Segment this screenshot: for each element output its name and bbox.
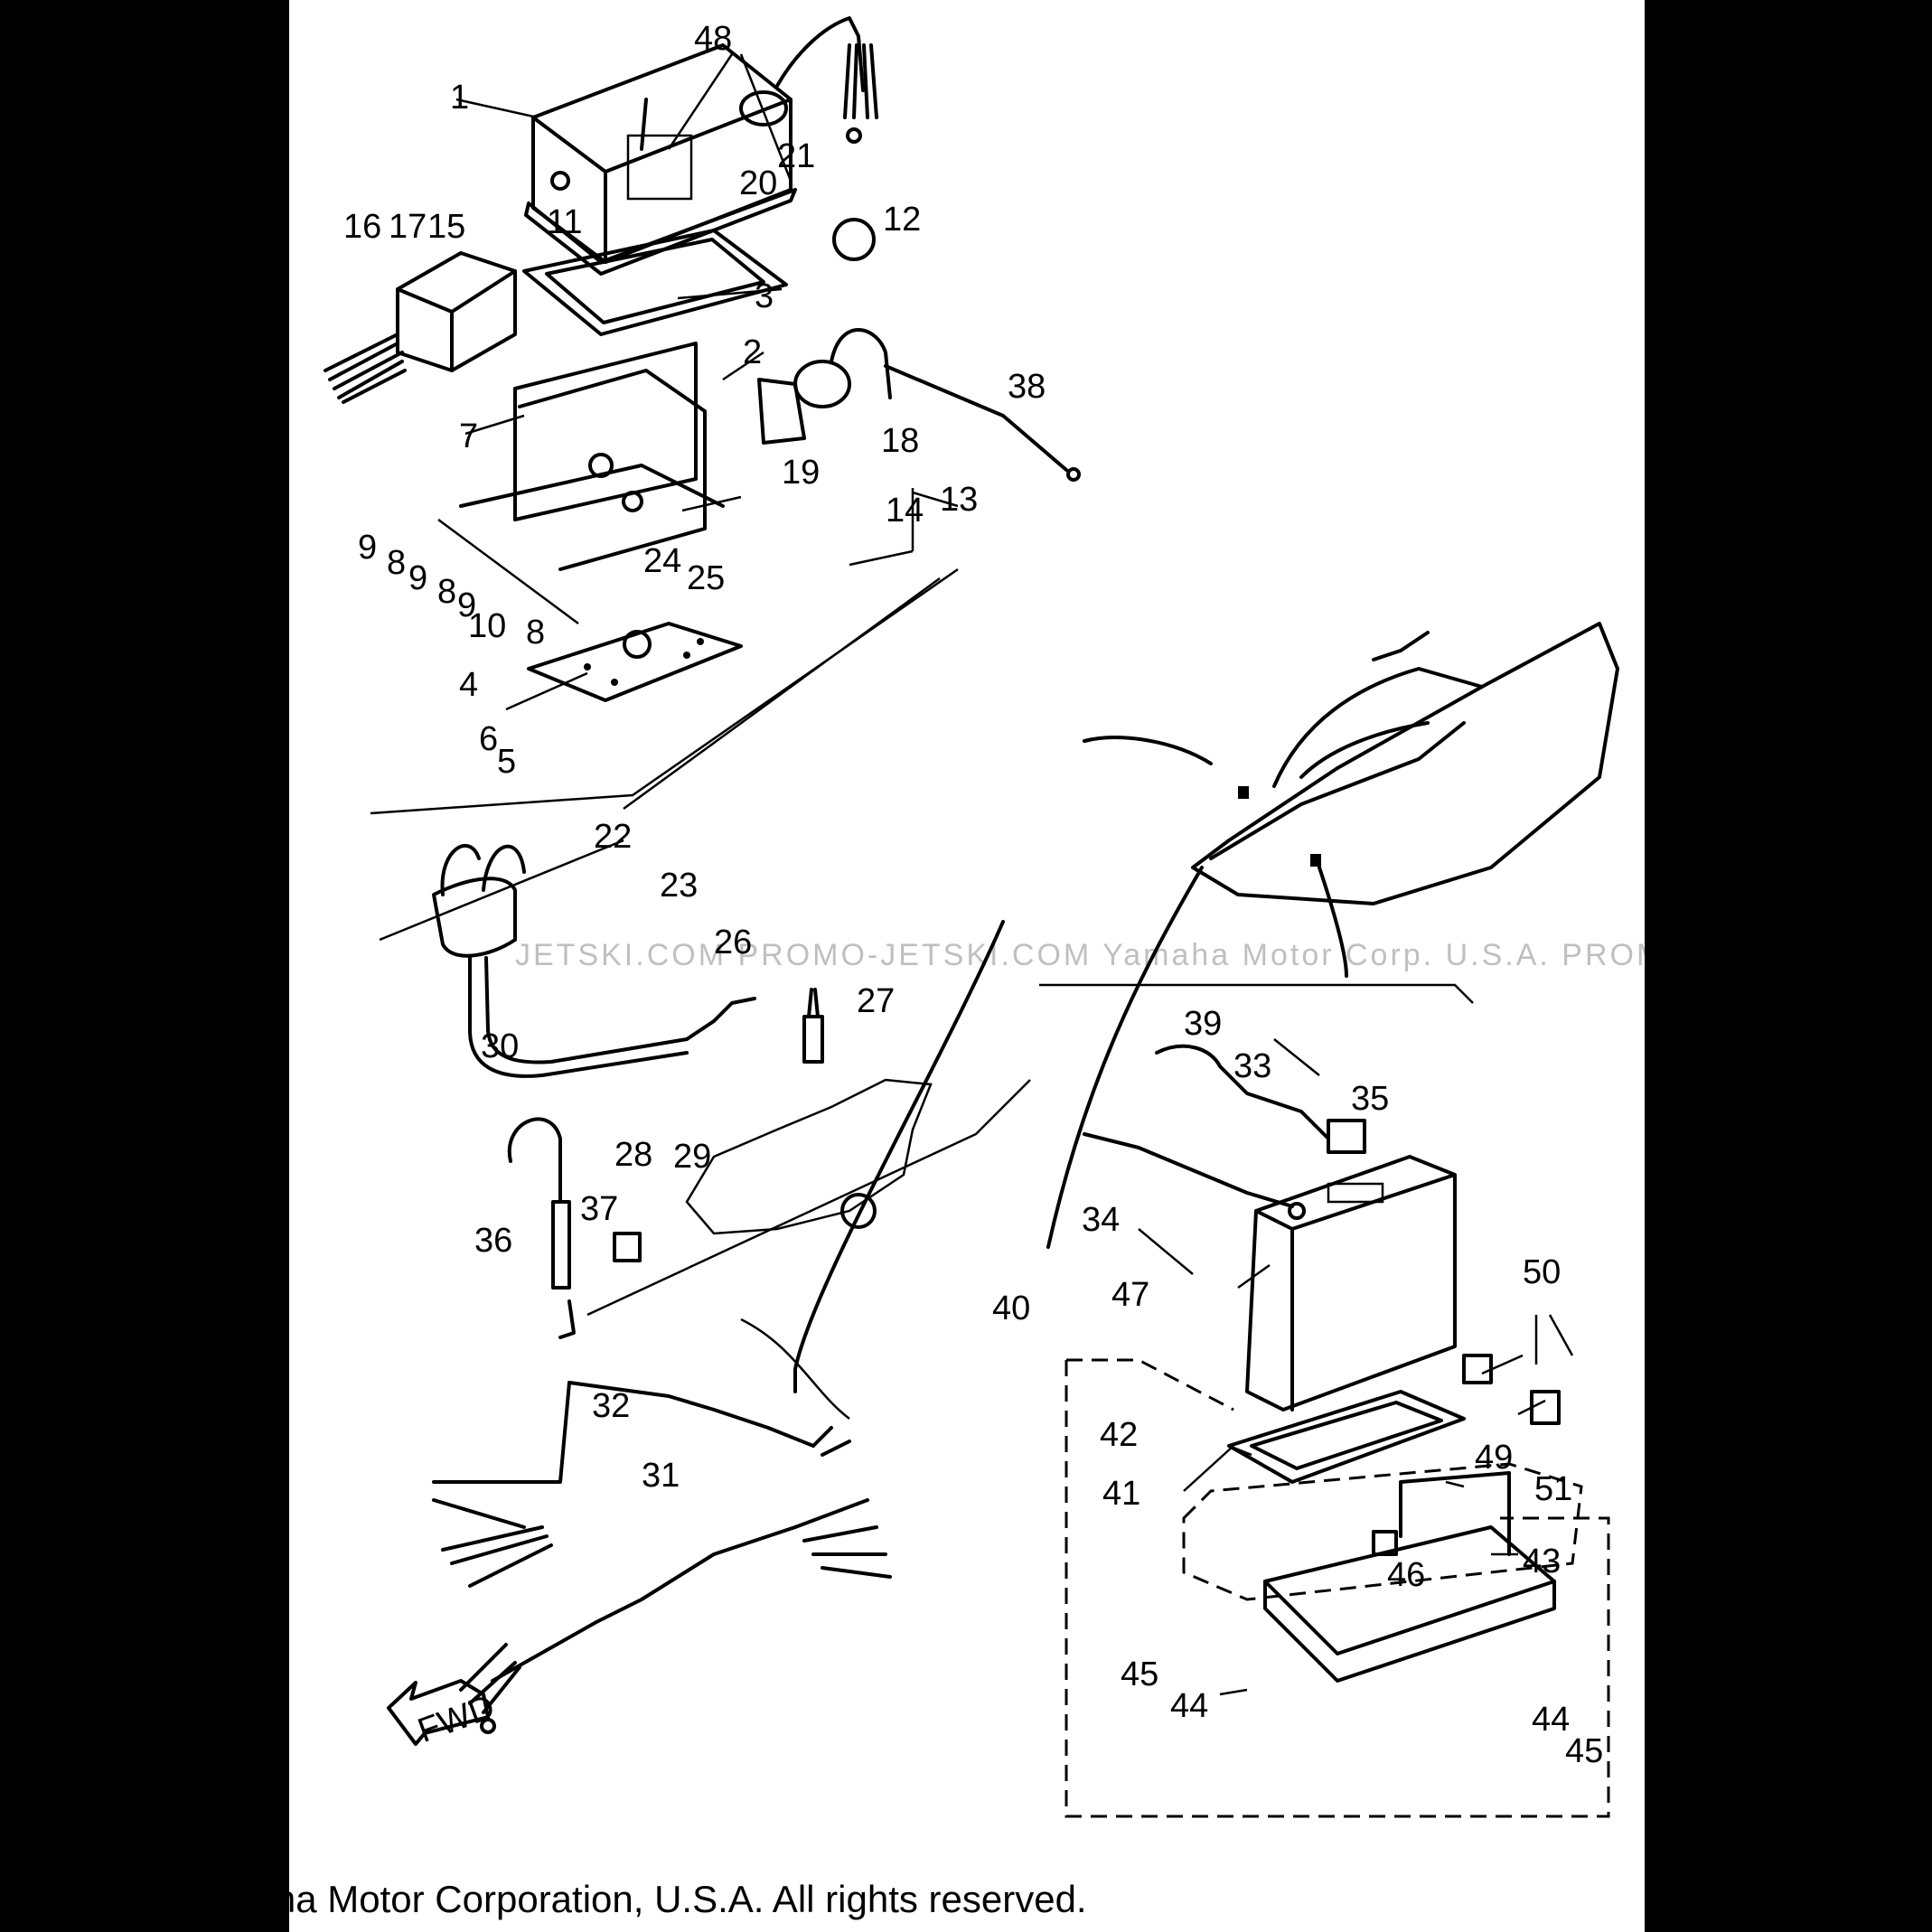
callout-8c: 8 <box>526 614 545 652</box>
callout-8a: 8 <box>387 544 406 582</box>
callout-17: 17 <box>389 208 427 246</box>
callout-39: 39 <box>1184 1005 1222 1043</box>
callout-13: 13 <box>940 481 978 519</box>
mounting-bracket <box>459 342 725 571</box>
callout-49: 49 <box>1475 1439 1513 1477</box>
ignition-module <box>324 251 517 404</box>
parts-exploded-diagram: FWD 1 2 3 4 5 6 7 8 8 8 9 9 9 10 11 12 1… <box>324 16 1619 1818</box>
callout-40: 40 <box>992 1290 1030 1327</box>
crankcase-outline <box>685 1078 933 1235</box>
callout-22: 22 <box>594 818 632 856</box>
callout-35: 35 <box>1351 1080 1389 1118</box>
callout-33: 33 <box>1233 1047 1271 1085</box>
watermark: JETSKI.COM PROMO-JETSKI.COM Yamaha Motor… <box>515 938 1917 972</box>
callout-11: 11 <box>547 203 582 241</box>
callout-32: 32 <box>592 1387 630 1425</box>
callout-6: 6 <box>479 720 498 758</box>
callout-44a: 44 <box>1170 1687 1208 1725</box>
ignition-coil <box>432 843 756 1078</box>
jetski-hull <box>1191 622 1619 905</box>
callout-45b: 45 <box>1565 1732 1603 1770</box>
callout-9a: 9 <box>358 529 377 567</box>
callout-34: 34 <box>1082 1201 1120 1239</box>
callout-4: 4 <box>459 666 478 704</box>
callout-31: 31 <box>642 1457 680 1495</box>
callout-12: 12 <box>883 201 921 239</box>
callout-10: 10 <box>468 607 506 645</box>
sensor-lead <box>507 1117 642 1339</box>
callout-7: 7 <box>459 417 478 455</box>
callout-25: 25 <box>687 559 725 597</box>
callout-47: 47 <box>1111 1276 1149 1314</box>
battery-lead <box>884 364 1068 472</box>
callout-14: 14 <box>886 492 924 530</box>
callout-21: 21 <box>777 137 815 175</box>
callout-20: 20 <box>739 164 777 202</box>
callout-8b: 8 <box>437 573 456 611</box>
battery-cables <box>1083 1044 1366 1220</box>
callout-29: 29 <box>673 1138 711 1176</box>
callout-43: 43 <box>1523 1543 1561 1580</box>
callout-42: 42 <box>1100 1416 1138 1454</box>
gasket <box>522 229 788 336</box>
callout-18: 18 <box>881 422 919 460</box>
battery-kit-outline <box>1064 1358 1610 1818</box>
copyright-notice: ©2013 Yamaha Motor Corporation, U.S.A. A… <box>56 1878 1087 1920</box>
callout-15: 15 <box>427 208 465 246</box>
callout-41: 41 <box>1102 1475 1140 1513</box>
battery-mat <box>1227 1390 1466 1484</box>
callout-27: 27 <box>857 982 895 1020</box>
callout-16: 16 <box>343 208 381 246</box>
callout-51: 51 <box>1534 1470 1572 1508</box>
forward-arrow: FWD <box>387 1679 500 1750</box>
callout-19: 19 <box>782 454 820 492</box>
callout-2: 2 <box>743 333 762 371</box>
wire-harness-sub <box>459 1498 892 1734</box>
starter-relay <box>757 328 892 445</box>
base-plate <box>527 622 743 702</box>
callout-37: 37 <box>580 1190 618 1228</box>
callout-36: 36 <box>474 1222 512 1260</box>
battery-box <box>1263 1471 1556 1683</box>
callout-26: 26 <box>714 924 752 961</box>
callout-45a: 45 <box>1121 1655 1158 1693</box>
callout-24: 24 <box>643 542 681 580</box>
battery <box>1245 1155 1457 1411</box>
callout-28: 28 <box>614 1136 652 1174</box>
mat-kit-outline <box>1182 1462 1583 1601</box>
callout-30: 30 <box>481 1027 519 1065</box>
callout-44b: 44 <box>1532 1701 1570 1739</box>
callout-5: 5 <box>497 743 516 781</box>
callout-23: 23 <box>660 867 698 905</box>
diagram-sheet: FWD 1 2 3 4 5 6 7 8 8 8 9 9 9 10 11 12 1… <box>289 0 1913 1932</box>
fwd-label: FWD <box>413 1688 500 1750</box>
spark-plug <box>802 988 824 1064</box>
coil-assembly <box>739 16 878 261</box>
callout-9b: 9 <box>408 559 427 597</box>
callout-1: 1 <box>450 79 469 117</box>
callout-9c: 9 <box>457 586 476 624</box>
callout-38: 38 <box>1008 368 1046 406</box>
callout-50: 50 <box>1523 1253 1561 1291</box>
wire-harness-main <box>432 1381 851 1588</box>
callout-3: 3 <box>755 277 774 315</box>
callout-46: 46 <box>1387 1556 1425 1594</box>
callout-48: 48 <box>694 20 732 58</box>
